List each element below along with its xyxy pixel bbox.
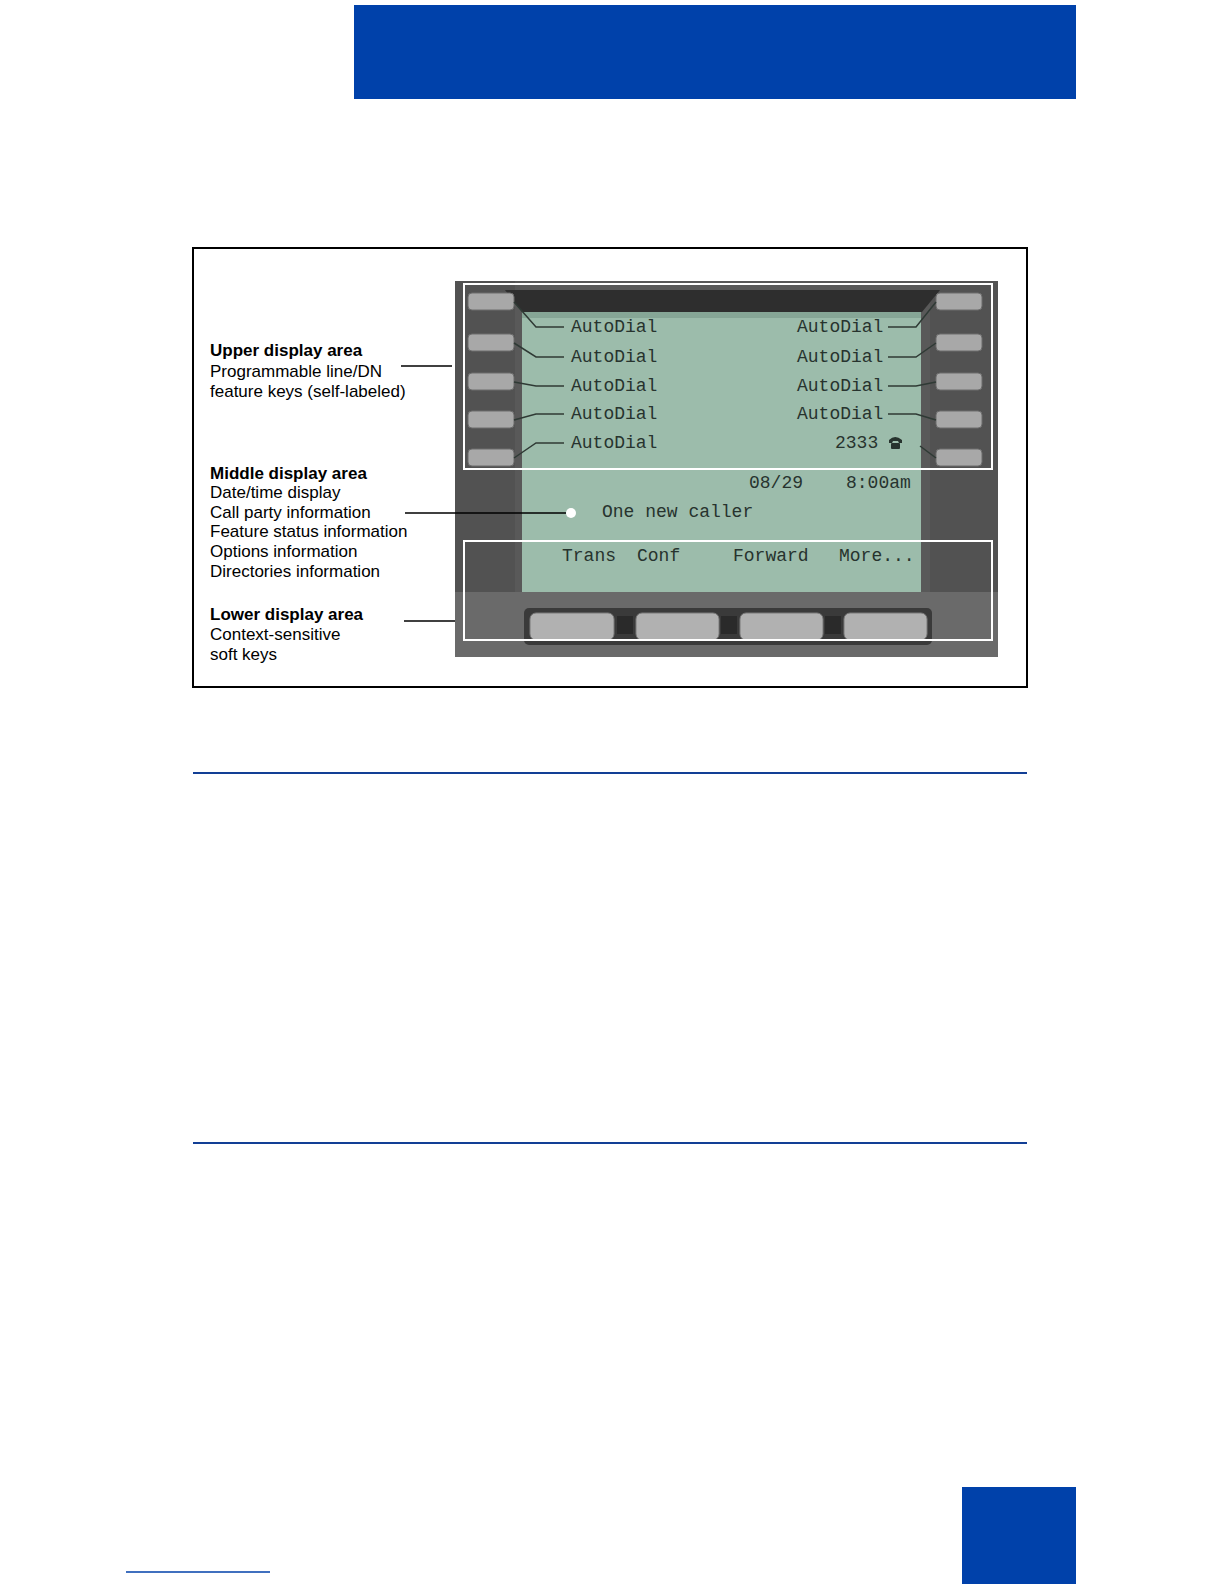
callout-description: Feature status information — [210, 522, 407, 542]
caller-status-text: One new caller — [602, 502, 753, 522]
section-rule — [193, 1142, 1027, 1144]
callout-description: Date/time display — [210, 483, 340, 503]
callout-heading: Middle display area — [210, 464, 367, 484]
phone-icon — [889, 437, 902, 449]
date-text: 08/29 — [749, 473, 803, 493]
leader-lines — [401, 366, 566, 621]
callout-description: Context-sensitive soft keys — [210, 625, 360, 665]
header-bar — [354, 5, 1076, 99]
figure-frame — [193, 248, 1027, 687]
callout-description: Options information — [210, 542, 357, 562]
feature-key-label: AutoDial — [571, 317, 657, 337]
callout-heading: Upper display area — [210, 341, 362, 361]
lower-display-area-box: Trans Conf Forward More... — [463, 540, 993, 641]
feature-key-label: 2333 — [835, 433, 878, 453]
feature-key-label: AutoDial — [571, 347, 657, 367]
callout-description: Programmable line/DN feature keys (self-… — [210, 362, 424, 402]
callout-description: Call party information — [210, 503, 371, 523]
soft-key-label: Conf — [637, 546, 680, 566]
section-rule — [193, 772, 1027, 774]
time-text: 8:00am — [846, 473, 911, 493]
soft-key-label: Trans — [562, 546, 616, 566]
callout-description: Directories information — [210, 562, 380, 582]
feature-key-label: AutoDial — [571, 404, 657, 424]
callout-heading: Lower display area — [210, 605, 363, 625]
feature-key-label: AutoDial — [571, 376, 657, 396]
feature-key-label: AutoDial — [797, 404, 883, 424]
feature-key-label: AutoDial — [797, 347, 883, 367]
feature-key-label: AutoDial — [571, 433, 657, 453]
feature-key-label: AutoDial — [797, 376, 883, 396]
leader-dot — [566, 508, 576, 518]
phone-display-illustration — [455, 281, 998, 657]
feature-key-label: AutoDial — [797, 317, 883, 337]
page-tab — [962, 1487, 1076, 1584]
footer-link-line — [126, 1571, 270, 1573]
upper-display-area-box: AutoDialAutoDialAutoDialAutoDialAutoDial… — [463, 283, 993, 470]
soft-key-label: Forward — [733, 546, 809, 566]
soft-key-label: More... — [839, 546, 915, 566]
